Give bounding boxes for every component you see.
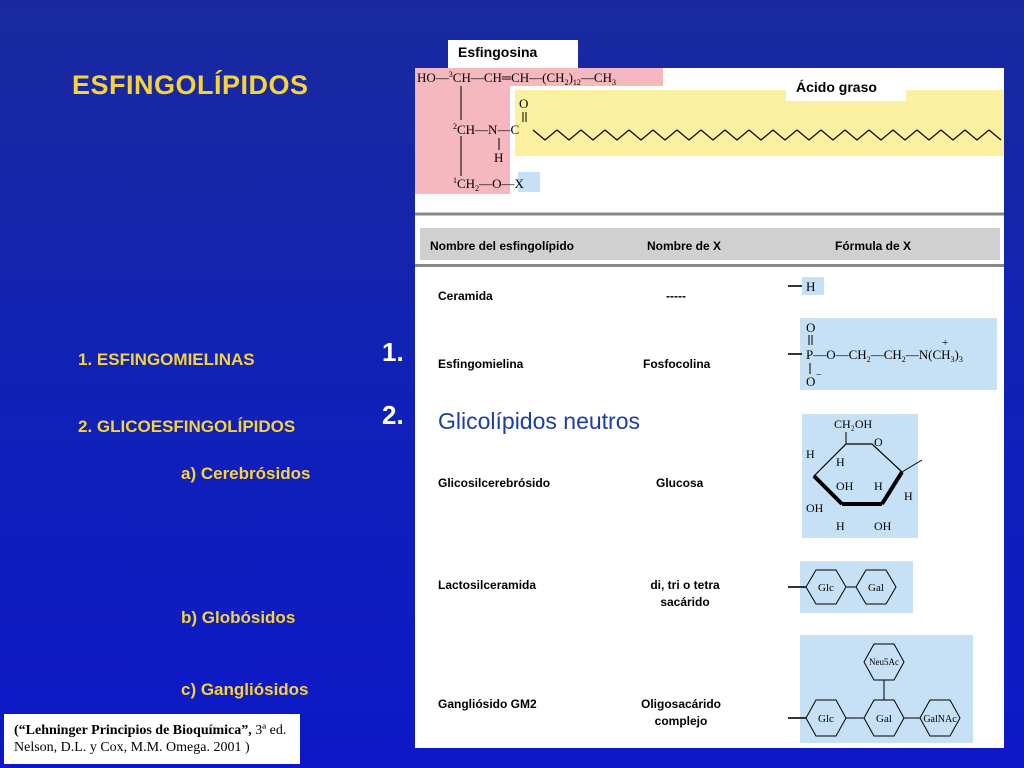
row-glucosylcerebroside-name: Glicosilcerebrósido — [438, 476, 551, 490]
svg-text:Gal: Gal — [876, 713, 892, 725]
svg-text:O: O — [519, 96, 528, 111]
svg-text:O: O — [806, 320, 815, 335]
svg-text:O: O — [806, 374, 815, 389]
svg-text:O: O — [874, 435, 883, 449]
svg-text:H: H — [874, 479, 883, 493]
svg-text:Neu5Ac: Neu5Ac — [869, 657, 899, 667]
svg-text:Gal: Gal — [868, 582, 884, 594]
row-ganglioside-name: Gangliósido GM2 — [438, 697, 537, 711]
formula-c3-label: 3 — [449, 70, 453, 79]
slide-title: ESFINGOLÍPIDOS — [72, 70, 309, 100]
galnac-hexagon — [919, 699, 961, 737]
svg-text:OH: OH — [836, 479, 854, 493]
citation-box: (“Lehninger Principios de Bioquímica”, 3… — [4, 714, 300, 764]
citation-edition: 3ª ed. — [251, 723, 287, 738]
svg-text:H: H — [806, 279, 815, 294]
svg-text:H: H — [806, 447, 815, 461]
formula-phosphocholine: O P—O—CH2—CH2—N(CH3)3 + O − — [788, 318, 997, 390]
row-sphingomyelin-x: Fosfocolina — [643, 357, 711, 371]
svg-text:CH₂OH: CH₂OH — [834, 417, 873, 431]
x-group-highlight — [518, 172, 540, 192]
formula-amide: CH—N—C — [457, 122, 519, 137]
svg-text:Glc: Glc — [818, 582, 834, 594]
label-fatty-acid: Ácido graso — [786, 75, 906, 101]
row-ganglioside-x: Oligosacárido complejo — [640, 697, 722, 728]
svg-text:+: + — [942, 337, 948, 349]
svg-text:OH: OH — [874, 519, 892, 533]
svg-text:P—O—CH2—CH2—N(CH3)3: P—O—CH2—CH2—N(CH3)3 — [806, 347, 963, 364]
list-item-glycosphingolipids: 2. GLICOESFINGOLÍPIDOS — [78, 417, 296, 436]
row-ceramide-x: ----- — [666, 289, 686, 303]
svg-text:GalNAc: GalNAc — [923, 714, 957, 725]
list-item-sphingomyelins: 1. ESFINGOMIELINAS — [78, 350, 255, 369]
neu5ac-hexagon — [863, 643, 905, 681]
label-sphingosine: Esfingosina — [448, 40, 578, 68]
citation-line-2: Nelson, D.L. y Cox, M.M. Omega. 2001 ) — [14, 740, 250, 755]
formula-ganglioside: Neu5Ac Glc Gal GalNAc — [788, 635, 973, 743]
gal-hexagon — [855, 569, 897, 605]
svg-text:OH: OH — [806, 501, 824, 515]
header-x-name: Nombre de X — [647, 239, 722, 253]
formula-ceramide-h: H — [788, 277, 824, 295]
table-header-row: Nombre del esfingolípido Nombre de X Fór… — [420, 228, 1000, 260]
formula-ho: HO — [417, 70, 436, 85]
row-ceramide-name: Ceramida — [438, 289, 493, 303]
row-sphingomyelin-name: Esfingomielina — [438, 357, 524, 371]
sphingosine-highlight-backbone — [415, 68, 510, 194]
citation-book-title: (“Lehninger Principios de Bioquímica”, — [14, 723, 252, 738]
svg-text:H: H — [494, 150, 503, 165]
svg-text:H: H — [836, 455, 845, 469]
header-x-formula: Fórmula de X — [835, 239, 912, 253]
row-lactosylceramide-x: di, tri o tetra sacárido — [650, 578, 720, 609]
section-neutral-glycolipids: Glicolípidos neutros — [438, 408, 640, 434]
formula-o-x: —O—X — [478, 176, 524, 191]
sublist-item-cerebrosides: a) Cerebrósidos — [181, 464, 311, 483]
svg-text:2CH—N—C: 2CH—N—C — [453, 122, 519, 137]
fatty-acid-highlight — [515, 90, 1004, 156]
marker-number-2: 2. — [382, 400, 404, 430]
marker-number-1: 1. — [382, 337, 404, 367]
header-divider — [415, 264, 1004, 267]
figure-panel — [415, 68, 1004, 748]
sublist-item-globosides: b) Globósidos — [181, 608, 296, 627]
row-lactosylceramide-name: Lactosilceramida — [438, 578, 537, 592]
formula-lactosyl: Glc Gal — [788, 561, 913, 613]
formula-glucose: CH₂OH O H H OH H OH H H OH H — [802, 414, 923, 538]
svg-text:1CH2—O—X: 1CH2—O—X — [453, 176, 524, 193]
svg-text:H: H — [836, 519, 845, 533]
fatty-acid-chain — [532, 129, 1002, 141]
svg-text:−: − — [816, 370, 822, 381]
svg-text:Glc: Glc — [818, 713, 834, 725]
formula-chain: CH—CH═CH—(CH — [453, 70, 565, 85]
row-glucosylcerebroside-x: Glucosa — [656, 476, 704, 490]
svg-text:HO—3CH—CH═CH—(CH2)12—CH3: HO—3CH—CH═CH—(CH2)12—CH3 — [417, 70, 616, 87]
sublist-item-gangliosides: c) Gangliósidos — [181, 680, 309, 699]
header-sphingolipid-name: Nombre del esfingolípido — [430, 239, 575, 253]
sphingolipid-structure-figure: HO—3CH—CH═CH—(CH2)12—CH3 2CH—N—C H O 1CH… — [415, 68, 1004, 216]
svg-text:H: H — [904, 489, 913, 503]
citation-line-1: (“Lehninger Principios de Bioquímica”, 3… — [14, 722, 300, 739]
